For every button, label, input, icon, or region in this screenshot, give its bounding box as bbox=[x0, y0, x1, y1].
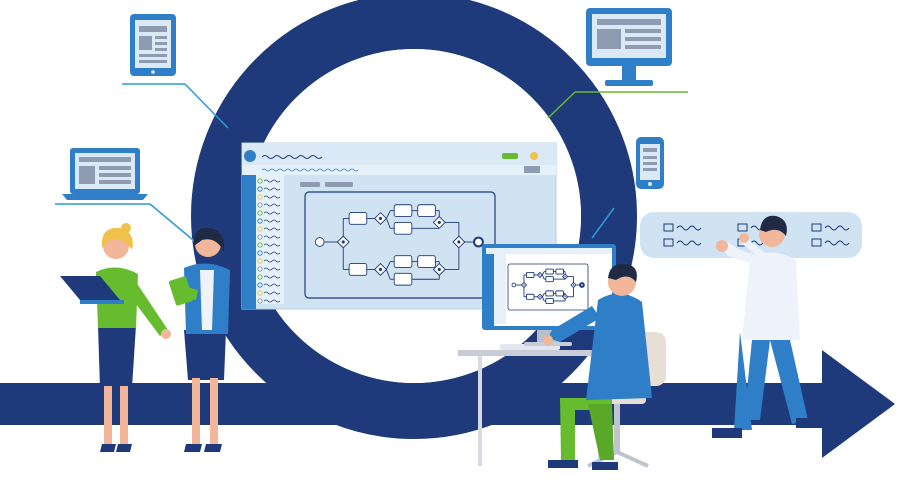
speech-panel bbox=[640, 212, 862, 258]
task-node bbox=[393, 272, 413, 286]
sidebar-row bbox=[257, 194, 281, 200]
task-node bbox=[545, 276, 554, 283]
panel-item bbox=[663, 223, 702, 232]
panel-item bbox=[811, 223, 850, 232]
event-node bbox=[511, 282, 517, 288]
task-node bbox=[555, 290, 564, 297]
woman-with-laptop bbox=[60, 223, 171, 452]
task-node bbox=[393, 204, 413, 217]
task-node bbox=[417, 204, 436, 217]
event-node bbox=[579, 282, 585, 288]
panel-item bbox=[663, 238, 702, 247]
task-node bbox=[348, 212, 368, 225]
sidebar-row bbox=[257, 202, 281, 208]
task-node bbox=[545, 290, 554, 297]
sidebar-row bbox=[257, 218, 281, 224]
app-logo-icon bbox=[244, 150, 256, 162]
main-app-screen bbox=[241, 142, 557, 310]
sidebar-row bbox=[257, 210, 281, 216]
desktop-monitor-icon bbox=[586, 8, 672, 86]
event-node bbox=[314, 237, 325, 247]
task-node bbox=[526, 271, 535, 278]
sidebar-row bbox=[257, 258, 281, 264]
device-connectors bbox=[55, 83, 688, 251]
sidebar-row bbox=[257, 250, 281, 256]
smartphone-icon bbox=[636, 137, 664, 189]
task-node bbox=[526, 293, 535, 300]
sidebar-row bbox=[257, 298, 281, 304]
task-node bbox=[417, 255, 436, 268]
sidebar-list bbox=[257, 178, 281, 304]
task-node bbox=[393, 255, 413, 268]
task-node bbox=[348, 263, 368, 276]
sidebar-row bbox=[257, 266, 281, 272]
laptop-icon bbox=[62, 148, 148, 200]
task-node bbox=[393, 221, 413, 235]
woman-with-tablet bbox=[168, 227, 230, 452]
task-node bbox=[555, 268, 564, 275]
tablet-icon bbox=[130, 14, 176, 76]
event-node bbox=[473, 236, 484, 248]
bpmn-diagram bbox=[314, 204, 484, 286]
panel-item bbox=[811, 238, 850, 247]
man-at-computer bbox=[543, 263, 652, 470]
task-node bbox=[545, 297, 554, 304]
task-node bbox=[545, 268, 554, 275]
sidebar-row bbox=[257, 178, 281, 184]
sidebar-row bbox=[257, 234, 281, 240]
sidebar-row bbox=[257, 274, 281, 280]
sidebar-row bbox=[257, 242, 281, 248]
man-presenting bbox=[712, 215, 824, 438]
bpmn-diagram-small bbox=[511, 268, 585, 304]
sidebar-row bbox=[257, 290, 281, 296]
sidebar-row bbox=[257, 282, 281, 288]
sidebar-row bbox=[257, 226, 281, 232]
sidebar-row bbox=[257, 186, 281, 192]
